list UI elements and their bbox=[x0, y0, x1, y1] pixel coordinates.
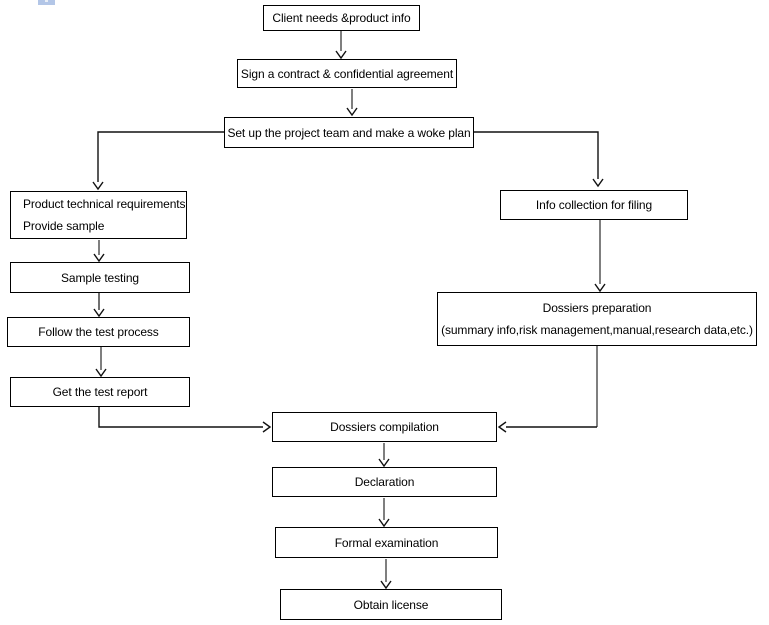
node-follow-test-process: Follow the test process bbox=[7, 317, 190, 347]
node-formal-examination-label: Formal examination bbox=[334, 535, 439, 550]
node-dossiers-compilation-label: Dossiers compilation bbox=[330, 420, 439, 434]
arrow-team-to-info-collection bbox=[473, 131, 604, 188]
node-get-test-report-label: Get the test report bbox=[52, 385, 148, 399]
node-client-needs: Client needs &product info bbox=[263, 5, 420, 31]
node-info-collection: Info collection for filing bbox=[500, 190, 688, 220]
node-dossiers-preparation-line1: Dossiers preparation bbox=[542, 301, 652, 315]
node-client-needs-label: Client needs &product info bbox=[272, 11, 411, 25]
clipped-toolbar-icon bbox=[38, 0, 55, 5]
node-obtain-license: Obtain license bbox=[280, 589, 502, 620]
node-setup-team-label: Set up the project team and make a woke … bbox=[227, 125, 471, 140]
node-sample-testing: Sample testing bbox=[10, 262, 190, 293]
arrow-examination-to-license bbox=[380, 559, 392, 590]
node-info-collection-label: Info collection for filing bbox=[535, 198, 653, 212]
arrow-team-to-requirements bbox=[92, 131, 224, 191]
node-declaration-label: Declaration bbox=[354, 475, 415, 489]
node-follow-test-process-label: Follow the test process bbox=[38, 325, 159, 339]
node-product-requirements: Product technical requirements Provide s… bbox=[10, 191, 187, 239]
node-declaration: Declaration bbox=[272, 467, 497, 497]
node-obtain-license-label: Obtain license bbox=[353, 597, 429, 612]
arrow-declaration-to-examination bbox=[378, 498, 390, 528]
node-sign-contract-label: Sign a contract & confidential agreement bbox=[240, 66, 454, 81]
node-sign-contract: Sign a contract & confidential agreement bbox=[237, 59, 457, 88]
arrow-preparation-to-compilation bbox=[497, 346, 598, 433]
arrow-info-collection-to-preparation bbox=[594, 220, 606, 293]
arrow-contract-to-team bbox=[346, 89, 358, 117]
node-sample-testing-label: Sample testing bbox=[61, 270, 139, 285]
node-formal-examination: Formal examination bbox=[275, 527, 498, 558]
arrow-follow-test-to-test-report bbox=[95, 347, 107, 378]
node-dossiers-preparation: Dossiers preparation (summary info,risk … bbox=[437, 292, 757, 346]
arrow-client-to-contract bbox=[335, 31, 347, 60]
node-setup-team: Set up the project team and make a woke … bbox=[224, 117, 474, 148]
arrow-compilation-to-declaration bbox=[378, 443, 390, 468]
node-product-requirements-line2: Provide sample bbox=[23, 219, 105, 233]
node-dossiers-preparation-line2: (summary info,risk management,manual,res… bbox=[441, 323, 753, 337]
node-get-test-report: Get the test report bbox=[10, 377, 190, 407]
node-dossiers-compilation: Dossiers compilation bbox=[272, 412, 497, 442]
arrow-test-report-to-compilation bbox=[98, 407, 272, 433]
arrow-sample-testing-to-follow-test bbox=[93, 293, 105, 318]
node-product-requirements-line1: Product technical requirements bbox=[23, 197, 186, 211]
arrow-requirements-to-sample-testing bbox=[93, 240, 105, 263]
